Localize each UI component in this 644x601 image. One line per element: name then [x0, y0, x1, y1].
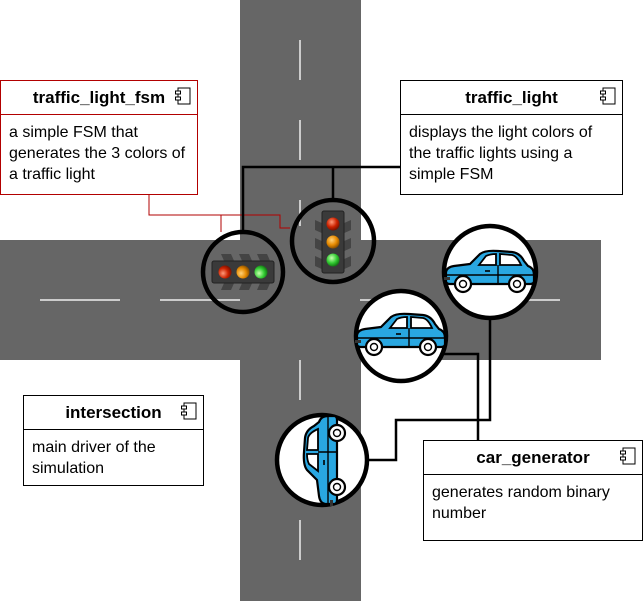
component-title: car_generator [476, 447, 590, 467]
component-traffic-light[interactable]: traffic_light displays the light colors … [400, 80, 623, 195]
component-car-generator[interactable]: car_generator generates random binary nu… [423, 440, 643, 541]
component-title: traffic_light_fsm [32, 87, 166, 107]
car-generator-connector-2 [436, 352, 480, 440]
component-icon [600, 87, 616, 105]
connectors [148, 165, 492, 462]
component-header: traffic_light_fsm [1, 81, 197, 115]
traffic-light-connector [241, 165, 400, 231]
component-description: generates random binary number [432, 484, 610, 522]
car-middle[interactable] [353, 288, 449, 384]
component-icon [620, 447, 636, 465]
component-title: intersection [65, 402, 162, 422]
car-right[interactable] [441, 223, 539, 321]
car-generator-connector-1 [369, 318, 492, 462]
component-description: main driver of the simulation [32, 439, 156, 477]
component-description: displays the light colors of the traffic… [409, 124, 593, 183]
component-icon [175, 87, 191, 105]
traffic-light-horizontal[interactable] [200, 229, 286, 315]
component-intersection[interactable]: intersection main driver of the simulati… [23, 395, 204, 486]
component-description: a simple FSM that generates the 3 colors… [9, 124, 186, 183]
fsm-connector [148, 195, 290, 229]
component-header: traffic_light [401, 81, 622, 115]
component-icon [181, 402, 197, 420]
car-bottom[interactable] [274, 412, 370, 508]
component-header: intersection [24, 396, 203, 430]
component-traffic-light-fsm[interactable]: traffic_light_fsm a simple FSM that gene… [0, 80, 198, 195]
component-title: traffic_light [465, 87, 558, 107]
traffic-light-vertical[interactable] [289, 197, 377, 285]
component-header: car_generator [424, 441, 642, 475]
